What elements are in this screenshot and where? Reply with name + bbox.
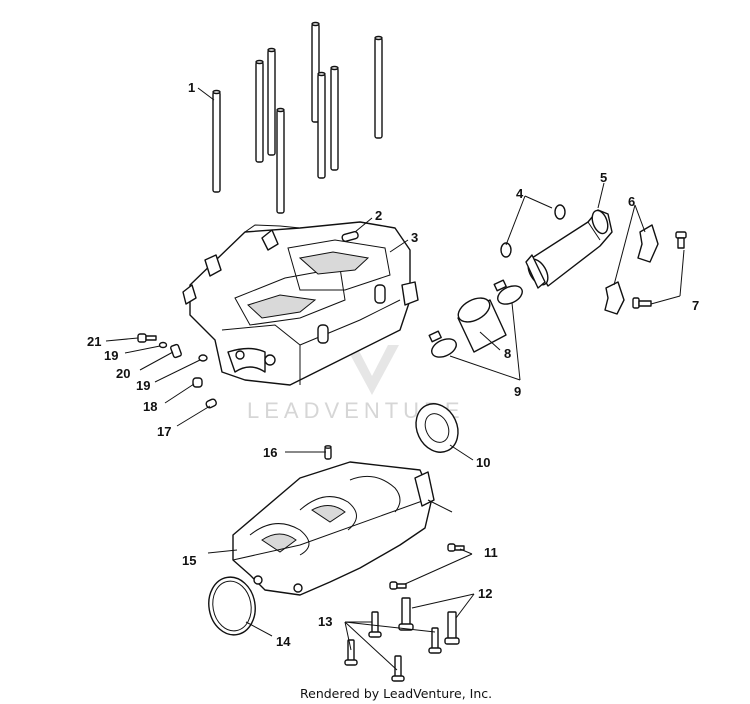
hose-clamp[interactable] <box>493 279 525 308</box>
stud[interactable] <box>212 89 221 193</box>
bolt[interactable] <box>444 611 460 645</box>
callout-13: 13 <box>318 614 332 629</box>
bolts-11[interactable] <box>389 543 465 590</box>
callout-17: 17 <box>157 424 171 439</box>
bolt[interactable] <box>398 597 414 631</box>
callout-14: 14 <box>276 634 291 649</box>
crankcase-lower[interactable] <box>232 461 435 596</box>
bolt[interactable] <box>368 611 382 638</box>
stud-bolts[interactable] <box>212 21 383 214</box>
callout-20: 20 <box>116 366 130 381</box>
stud[interactable] <box>255 59 264 163</box>
washer-19-lower[interactable] <box>198 354 208 362</box>
small-hardware[interactable] <box>137 333 217 409</box>
hose-clamps[interactable] <box>428 279 525 361</box>
o-rings[interactable] <box>500 204 566 258</box>
hose-clamp[interactable] <box>428 330 459 361</box>
crankcase-upper[interactable] <box>182 221 419 386</box>
callout-5: 5 <box>600 170 607 185</box>
washer-19-upper[interactable] <box>158 341 168 349</box>
callout-21: 21 <box>87 334 101 349</box>
plug-18[interactable] <box>192 377 203 388</box>
elbow-tube[interactable] <box>524 208 613 289</box>
callout-3-upper: 3 <box>411 230 418 245</box>
bolt[interactable] <box>391 655 405 682</box>
rubber-coupler[interactable] <box>454 293 507 353</box>
callout-16: 16 <box>263 445 277 460</box>
callout-1: 1 <box>188 80 195 95</box>
stud[interactable] <box>374 35 383 139</box>
callout-8: 8 <box>504 346 511 361</box>
callout-10: 10 <box>476 455 490 470</box>
callout-6: 6 <box>628 194 635 209</box>
screw[interactable] <box>675 231 687 249</box>
mount-brackets[interactable] <box>604 224 659 315</box>
bolt[interactable] <box>389 581 407 590</box>
stud[interactable] <box>330 65 339 171</box>
callout-labels: 1 2 3 4 5 6 7 8 9 10 11 12 13 14 15 16 1… <box>87 80 699 649</box>
oil-seal[interactable] <box>408 397 465 459</box>
dowel-pin-16[interactable] <box>324 445 332 460</box>
callout-7: 7 <box>692 298 699 313</box>
fitting-20[interactable] <box>170 343 182 359</box>
stud[interactable] <box>276 107 285 214</box>
bolt-21[interactable] <box>137 333 157 343</box>
stud[interactable] <box>267 47 276 156</box>
callout-19-lower: 19 <box>136 378 150 393</box>
bolt[interactable] <box>428 627 442 654</box>
o-ring-lower[interactable] <box>500 242 512 258</box>
bolt[interactable] <box>447 543 465 552</box>
callout-18: 18 <box>143 399 157 414</box>
callout-11: 11 <box>484 545 498 560</box>
bolts-12[interactable] <box>398 597 460 645</box>
callout-12: 12 <box>478 586 492 601</box>
stud[interactable] <box>317 71 326 179</box>
callout-2: 2 <box>375 208 382 223</box>
leader-lines <box>105 87 685 671</box>
bolt[interactable] <box>344 639 358 666</box>
screw[interactable] <box>632 297 652 309</box>
ring-seal[interactable] <box>204 573 259 638</box>
dowel-pin-2[interactable] <box>341 231 359 242</box>
callout-15: 15 <box>182 553 196 568</box>
pin-17[interactable] <box>205 398 217 409</box>
bolts-13[interactable] <box>344 611 442 682</box>
callout-9: 9 <box>514 384 521 399</box>
callout-4: 4 <box>516 186 524 201</box>
footer-credit: Rendered by LeadVenture, Inc. <box>300 686 492 701</box>
o-ring-upper[interactable] <box>554 204 566 220</box>
callout-19-upper: 19 <box>104 348 118 363</box>
